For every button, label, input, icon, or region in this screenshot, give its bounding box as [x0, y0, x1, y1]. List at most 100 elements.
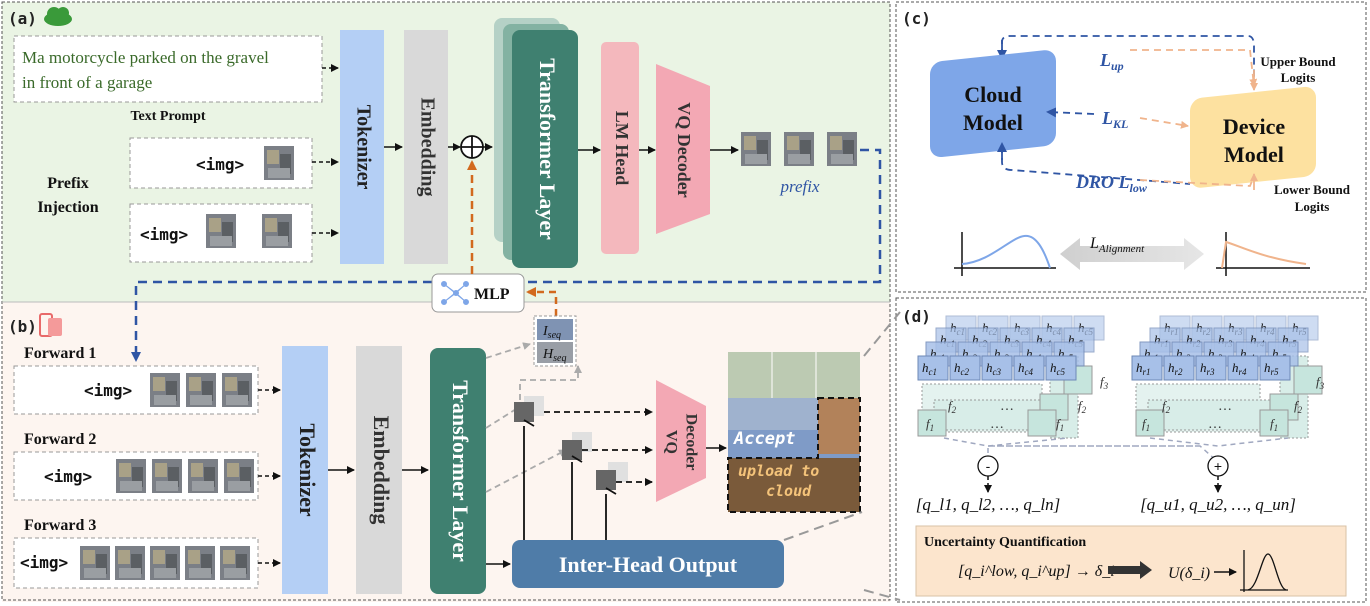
- i-seq-label: I: [542, 324, 549, 339]
- hidden-state-grid: hc1hc2hc3hc4hc5hc1hc2hc3hc4hc5hc1hc2hc3h…: [917, 315, 1319, 381]
- vq-decoder-block: [656, 64, 710, 234]
- image-thumbnail: [206, 214, 236, 248]
- f2-sub: 2: [1082, 405, 1087, 415]
- ellipsis: …: [990, 417, 1004, 432]
- hidden-state-cell: [1131, 355, 1163, 381]
- svg-text:f1: f1: [1270, 416, 1278, 433]
- phone-icon: [39, 313, 62, 337]
- l-kl-label: L: [1101, 108, 1113, 128]
- image-thumbnail: [152, 459, 182, 493]
- uncertainty-quantification-box: [915, 525, 1347, 597]
- hidden-state-cell: [949, 355, 981, 381]
- hidden-state-cell: [1013, 355, 1045, 381]
- plus-label: +: [1214, 458, 1222, 474]
- l-up-sub: up: [1111, 59, 1124, 73]
- lower-bound-line2: Logits: [1295, 199, 1330, 214]
- alignment-arrow: [1060, 238, 1204, 270]
- ellipsis: …: [1218, 399, 1232, 414]
- text-prompt-line1: Ma motorcycle parked on the gravel: [22, 48, 269, 67]
- panel-d-label: (d): [902, 307, 931, 326]
- cloud-model-line1: Cloud: [964, 82, 1021, 107]
- image-thumbnail: [80, 546, 110, 580]
- uq-title: Uncertainty Quantification: [924, 535, 1086, 550]
- hidden-state-label: hr4: [1232, 360, 1247, 377]
- hr-feature-stack: [1135, 355, 1323, 439]
- device-model-block: [1190, 86, 1316, 188]
- text-prompt-box: [13, 35, 323, 103]
- image-thumbnail: [150, 546, 180, 580]
- mlp-block: [431, 273, 525, 313]
- vq-decoder-label-2: Decoder: [682, 414, 699, 471]
- forward-3-label: Forward 3: [24, 517, 96, 534]
- uq-distribution-plot: [1240, 550, 1288, 592]
- svg-text:f2: f2: [1162, 398, 1171, 415]
- f2-sub: 2: [1298, 405, 1303, 415]
- hidden-state-label: hc2: [954, 360, 969, 377]
- image-thumbnail: [116, 459, 146, 493]
- lm-head-block: [601, 42, 639, 254]
- hidden-state-cell: [1045, 355, 1077, 381]
- image-thumbnail: [264, 146, 294, 180]
- text-prompt-line2: in front of a garage: [22, 73, 152, 92]
- q-up-vector: [q_u1, q_u2, …, q_un]: [1140, 495, 1296, 514]
- transformer-label-b: Transformer Layer: [448, 380, 473, 562]
- forward-1-label: Forward 1: [24, 345, 96, 362]
- text-prompt-caption: Text Prompt: [130, 109, 205, 124]
- tokenizer-block-b: [282, 346, 328, 594]
- q-low-vector: [q_l1, q_l2, …, q_ln]: [916, 495, 1061, 514]
- head-token: [514, 402, 534, 422]
- lm-head-label: LM Head: [612, 111, 632, 186]
- upload-label-2: cloud: [766, 482, 812, 500]
- l-align-label: L: [1089, 235, 1099, 252]
- svg-text:f2: f2: [1078, 398, 1087, 415]
- svg-text:f3: f3: [1316, 374, 1325, 391]
- h-seq-label: H: [542, 347, 554, 362]
- embedding-block-b: [356, 346, 402, 594]
- f3-label: f: [1316, 374, 1322, 389]
- panel-b-label: (b): [8, 317, 37, 336]
- head-token: [596, 470, 616, 490]
- h-seq-sub: seq: [553, 353, 566, 364]
- prefix-thumbnail: [827, 132, 857, 166]
- cloud-icon: [44, 7, 72, 26]
- upper-bound-line2: Logits: [1281, 70, 1316, 85]
- prefix-feedback-arrow: [131, 148, 882, 362]
- i-seq-sub: seq: [548, 330, 561, 341]
- f1-sub: 1: [1060, 423, 1065, 433]
- svg-text:Lup: Lup: [1099, 50, 1124, 73]
- seq-to-mlp-arrow: [526, 287, 558, 316]
- svg-text:Iseq: Iseq: [542, 324, 561, 341]
- image-thumbnail: [262, 214, 292, 248]
- lower-bound-line1: Lower Bound: [1274, 182, 1351, 197]
- f2-label: f: [948, 398, 954, 413]
- hidden-state-cell: [917, 355, 949, 381]
- f3-sub: 3: [1103, 381, 1109, 391]
- l-align-sub: Alignment: [1098, 243, 1145, 255]
- transformer-block: [512, 30, 578, 268]
- hidden-state-label: hc1: [922, 360, 937, 377]
- device-model-line2: Model: [1224, 142, 1284, 167]
- l-kl-sub: KL: [1112, 117, 1128, 131]
- uq-right-expression: U(δ_i): [1168, 565, 1210, 582]
- f1-label: f: [1056, 416, 1062, 431]
- tokenizer-label-b: Tokenizer: [295, 423, 320, 517]
- prefix-injection-line1: Prefix: [47, 175, 88, 192]
- minus-label: -: [986, 458, 991, 474]
- vq-decoder-label-1: VQ: [662, 430, 679, 454]
- hidden-state-label: hc5: [1050, 360, 1065, 377]
- hidden-state-label: hr2: [1168, 360, 1183, 377]
- embedding-block: [404, 30, 448, 264]
- mlp-label: MLP: [474, 286, 510, 303]
- image-thumbnail: [224, 459, 254, 493]
- accept-label: Accept: [733, 429, 795, 449]
- img-token: <img>: [44, 467, 92, 486]
- img-token: <img>: [196, 155, 244, 174]
- svg-text:LAlignment: LAlignment: [1089, 235, 1145, 255]
- vq-decoder-block-b: [656, 380, 706, 502]
- decoded-image: [727, 352, 861, 513]
- device-distribution-plot: [1216, 232, 1310, 276]
- upload-label-1: upload to: [738, 462, 819, 480]
- image-thumbnail: [220, 546, 250, 580]
- l-up-path-blue: [1001, 35, 1255, 86]
